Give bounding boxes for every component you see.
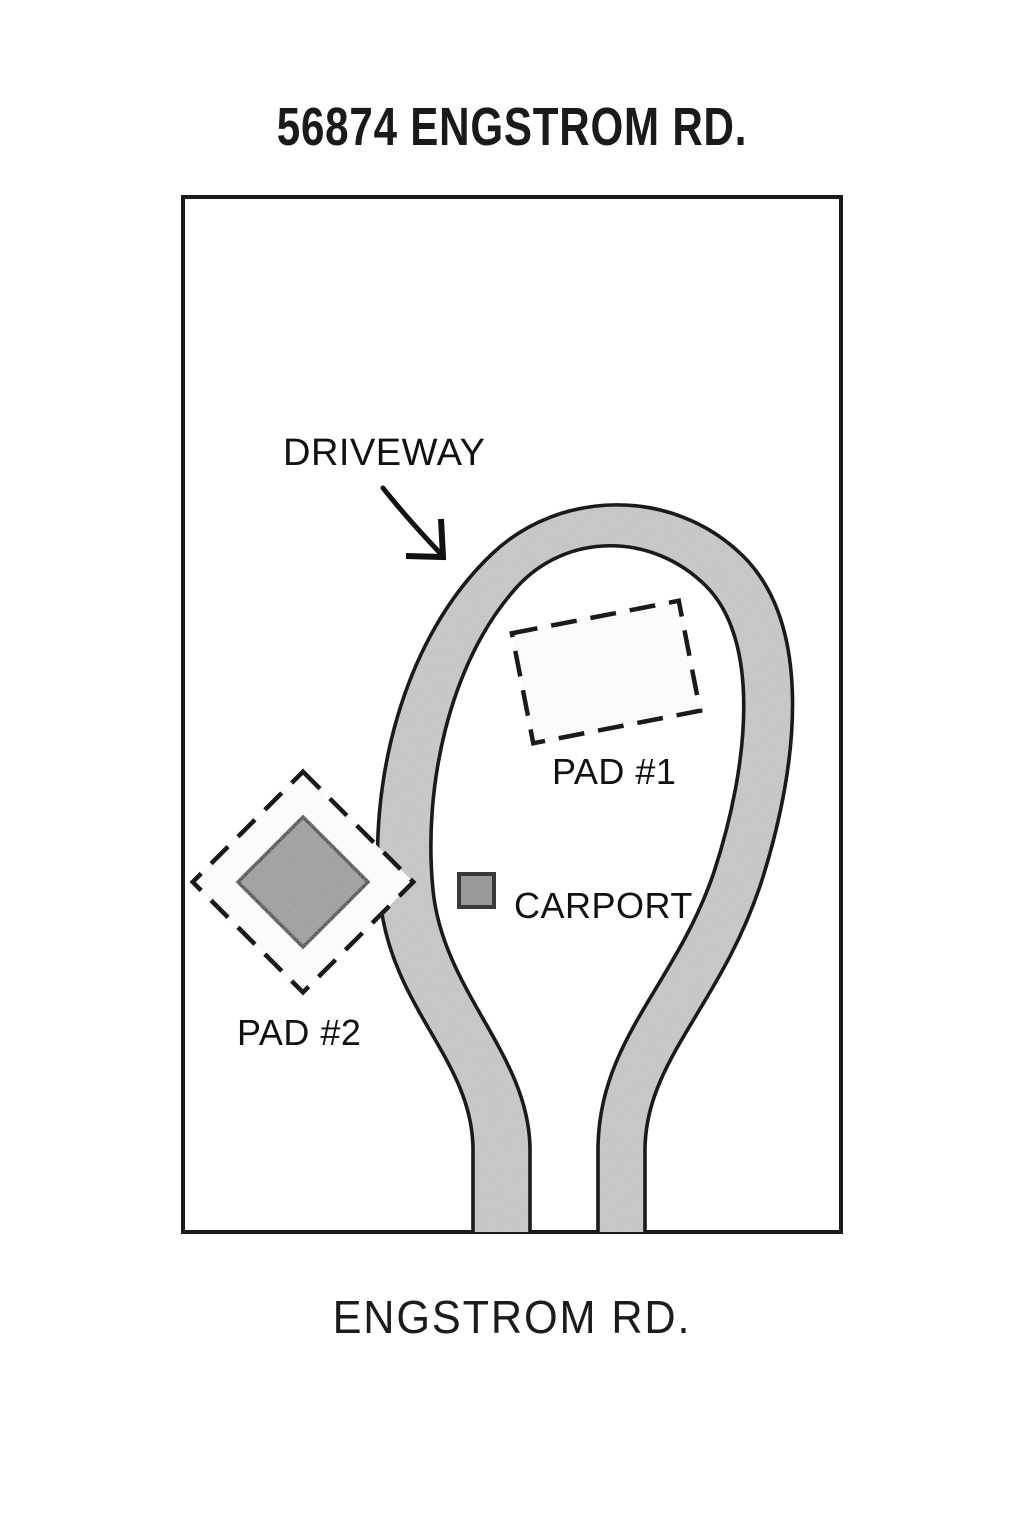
pad-2-label: PAD #2 xyxy=(237,1012,362,1053)
pad-1-label: PAD #1 xyxy=(552,751,677,792)
pad-1-outline xyxy=(509,598,703,746)
driveway-label: DRIVEWAY xyxy=(283,432,486,474)
page-title: 56874 ENGSTROM RD. xyxy=(276,97,748,157)
driveway-fill xyxy=(377,504,793,1233)
driveway-shape xyxy=(375,503,795,1233)
driveway-arrow-icon xyxy=(380,485,447,561)
carport-label: CARPORT xyxy=(514,885,693,926)
driveway-outline xyxy=(375,503,795,1232)
carport-structure xyxy=(235,814,371,950)
lot-boundary xyxy=(181,195,843,1234)
street-label: ENGSTROM RD. xyxy=(332,1291,692,1343)
carport-legend-swatch xyxy=(457,872,496,909)
